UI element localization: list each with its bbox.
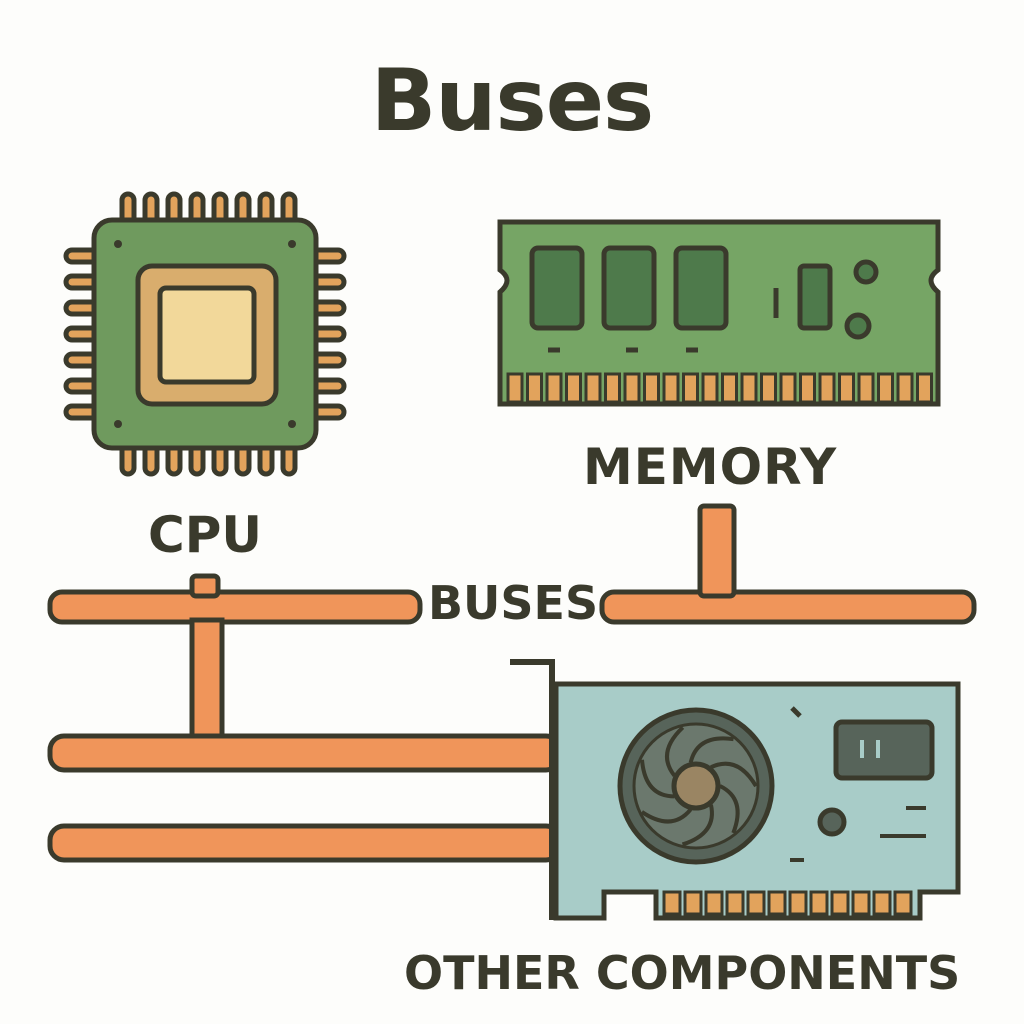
memory-contact (623, 372, 641, 404)
other-components-label: OTHER COMPONENTS (404, 946, 961, 1000)
card-contact (767, 890, 787, 916)
lower-bus-2 (47, 823, 563, 863)
memory-contact (721, 372, 738, 404)
card-contact (893, 890, 913, 916)
memory-contact (584, 372, 602, 404)
memory-contact (779, 372, 797, 404)
memory-contact (857, 372, 875, 404)
card-contact (830, 890, 850, 916)
memory-contact (760, 372, 777, 404)
card-contact (725, 890, 745, 916)
card-contact (809, 890, 829, 916)
memory-contact (643, 372, 660, 404)
memory-label: MEMORY (583, 438, 838, 496)
memory-contact (877, 372, 894, 404)
card-contact (788, 890, 808, 916)
memory-contact (838, 372, 855, 404)
card-contact (662, 890, 682, 916)
cpu-chip-icon (63, 191, 347, 477)
memory-contact (682, 372, 699, 404)
cpu-label: CPU (148, 506, 262, 564)
memory-contact (799, 372, 816, 404)
card-contact (851, 890, 871, 916)
fan-blade (640, 759, 675, 799)
memory-contact (818, 372, 836, 404)
fan-blade (710, 761, 758, 788)
memory-contact (701, 372, 719, 404)
cpu-bus-stub (189, 573, 221, 599)
memory-contact (740, 372, 758, 404)
bus-lines (47, 503, 977, 863)
expansion-card-icon (510, 659, 961, 921)
lower-bus-1 (47, 733, 563, 773)
memory-contact (662, 372, 680, 404)
fan-blade (719, 784, 740, 834)
vertical-bus-left (189, 617, 225, 741)
fan-blade (665, 726, 685, 777)
memory-contact (565, 372, 582, 404)
page-title: Buses (370, 51, 654, 151)
card-contact (872, 890, 892, 916)
memory-module-icon (497, 219, 941, 407)
fan-blade (688, 736, 734, 764)
main-bus-right (599, 589, 977, 625)
memory-contact (526, 372, 543, 404)
card-contact (704, 890, 724, 916)
main-bus-left (47, 589, 423, 625)
memory-contact (545, 372, 563, 404)
card-contact (746, 890, 766, 916)
fan-icon (617, 707, 775, 865)
card-contact (683, 890, 703, 916)
memory-contact (604, 372, 621, 404)
memory-contact (896, 372, 914, 404)
fan-blade (681, 804, 714, 847)
fan-blade (640, 808, 693, 824)
memory-contact (916, 372, 933, 404)
buses-label: BUSES (428, 576, 599, 630)
memory-contact (506, 372, 524, 404)
memory-bus-connector (697, 503, 737, 599)
